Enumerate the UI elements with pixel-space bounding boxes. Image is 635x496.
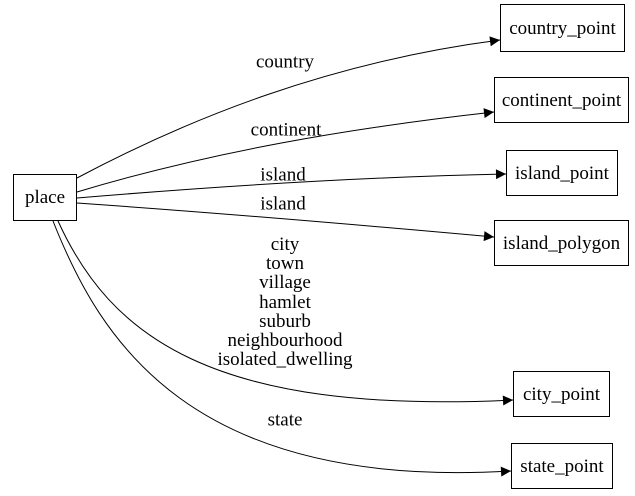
edge-place-state-point bbox=[52, 220, 512, 477]
edge-place-continent-point bbox=[76, 108, 495, 193]
node-place-label: place bbox=[24, 187, 66, 208]
node-island-point-label: island_point bbox=[515, 162, 609, 184]
edge-label-island-point: island bbox=[260, 164, 306, 186]
edge-label-country: country bbox=[255, 51, 315, 73]
node-island-polygon: island_polygon bbox=[494, 220, 629, 266]
edge-label-state-point: state bbox=[267, 409, 303, 431]
node-place: place bbox=[13, 174, 77, 221]
node-island-point: island_point bbox=[506, 150, 618, 196]
edge-label-island-polygon: island bbox=[260, 193, 306, 215]
node-state-point-label: state_point bbox=[520, 455, 604, 477]
node-state-point: state_point bbox=[511, 443, 613, 489]
edge-place-island-point bbox=[76, 169, 507, 199]
node-continent-point-label: continent_point bbox=[501, 89, 622, 111]
node-country-point: country_point bbox=[500, 4, 625, 52]
edge-label-continent: continent bbox=[250, 119, 322, 141]
node-country-point-label: country_point bbox=[509, 17, 616, 39]
edge-label-city-point: city town village hamlet suburb neighbou… bbox=[217, 233, 353, 371]
node-island-polygon-label: island_polygon bbox=[502, 232, 621, 254]
edge-place-city-point bbox=[57, 220, 514, 406]
edge-place-country-point bbox=[76, 36, 501, 179]
node-city-point: city_point bbox=[513, 371, 610, 417]
node-continent-point: continent_point bbox=[494, 77, 629, 123]
node-city-point-label: city_point bbox=[522, 383, 601, 405]
edge-place-island-polygon bbox=[76, 202, 495, 242]
